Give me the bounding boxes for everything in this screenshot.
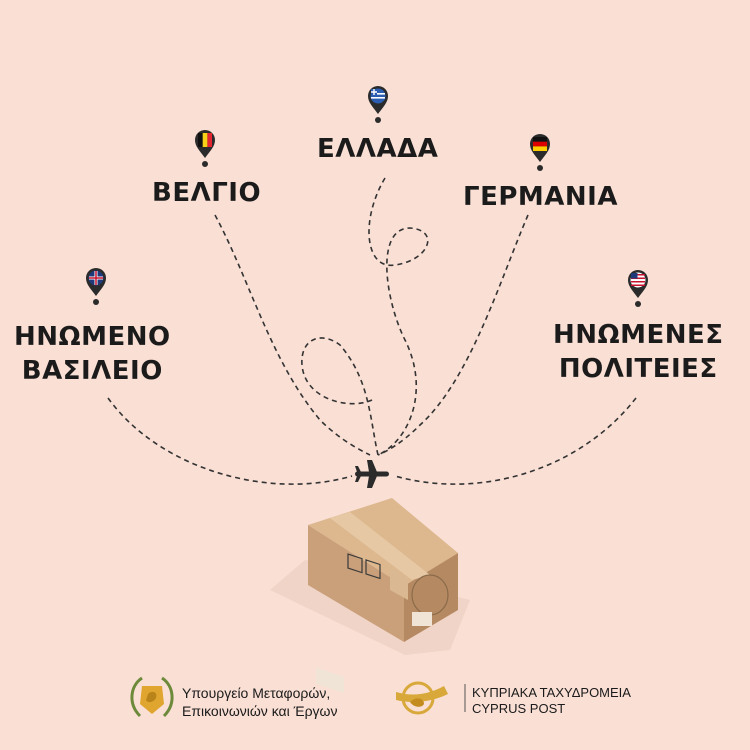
usa-flag-icon	[628, 270, 648, 307]
destination-germany-label: ΓΕΡΜΑΝΙΑ	[463, 182, 618, 212]
route-belgium	[214, 214, 371, 456]
route-usa	[394, 397, 637, 485]
route-germany	[377, 214, 529, 456]
greece-flag-icon	[368, 86, 388, 123]
airplane-icon	[355, 460, 389, 488]
ministry-name: Υπουργείο Μεταφορών, Επικοινωνιών και Έρ…	[182, 684, 338, 720]
route-lines	[107, 177, 637, 485]
germany-flag-icon	[530, 134, 550, 171]
destination-belgium-label: ΒΕΛΓΙΟ	[152, 178, 262, 208]
destination-uk-line1: ΗΝΩΜΕΝΟ	[14, 322, 171, 352]
destination-usa-line2: ΠΟΛΙΤΕΙΕΣ	[558, 354, 718, 384]
route-greece-loop	[301, 337, 379, 456]
ministry-line2: Επικοινωνιών και Έργων	[182, 703, 338, 719]
post-name: ΚΥΠΡΙΑΚΑ ΤΑΧΥΔΡΟΜΕΙΑ CYPRUS POST	[472, 685, 631, 717]
destination-uk-line2: ΒΑΣΙΛΕΙΟ	[21, 356, 163, 386]
cyprus-emblem-icon	[130, 676, 174, 718]
uk-flag-icon	[86, 268, 106, 305]
route-greece	[368, 177, 429, 456]
route-uk	[107, 397, 353, 485]
ministry-line1: Υπουργείο Μεταφορών,	[182, 685, 331, 701]
post-horn-icon	[396, 681, 448, 715]
post-name-gr: ΚΥΠΡΙΑΚΑ ΤΑΧΥΔΡΟΜΕΙΑ	[472, 685, 631, 700]
destination-germany: ΓΕΡΜΑΝΙΑ	[463, 180, 618, 214]
destination-uk: ΗΝΩΜΕΝΟ ΒΑΣΙΛΕΙΟ	[14, 320, 171, 388]
destination-usa-line1: ΗΝΩΜΕΝΕΣ	[553, 320, 724, 350]
destination-greece: ΕΛΛΑΔΑ	[317, 132, 438, 166]
destination-greece-label: ΕΛΛΑΔΑ	[317, 134, 439, 164]
belgium-flag-icon	[195, 130, 215, 167]
post-name-en: CYPRUS POST	[472, 701, 566, 716]
destination-usa: ΗΝΩΜΕΝΕΣ ΠΟΛΙΤΕΙΕΣ	[553, 318, 724, 386]
destination-belgium: ΒΕΛΓΙΟ	[152, 176, 261, 210]
parcel-box-icon	[270, 498, 470, 693]
